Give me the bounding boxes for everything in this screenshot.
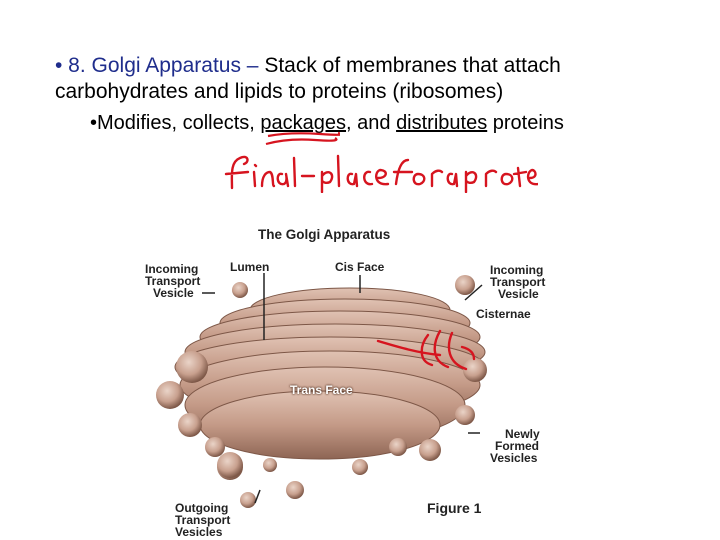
sub-bullet-text-1: •Modifies, collects,: [90, 112, 261, 134]
main-bullet: • 8. Golgi Apparatus – Stack of membrane…: [55, 53, 695, 105]
handwritten-note-scribble: [224, 154, 538, 193]
underlined-distributes: distributes: [396, 112, 488, 134]
sub-bullet: •Modifies, collects, packages, and distr…: [90, 110, 564, 136]
label-incoming-right: Incoming Transport Vesicle: [490, 263, 546, 301]
underlined-packages: packages: [260, 112, 347, 134]
label-trans-face: Trans Face: [290, 383, 353, 397]
figure-caption: Figure 1: [427, 500, 482, 516]
label-incoming-left: Incoming Transport Vesicle: [145, 262, 201, 300]
label-newly-formed: Newly Formed Vesicles: [490, 427, 540, 465]
figure-title: The Golgi Apparatus: [258, 227, 391, 242]
red-cisternae-scribble: [376, 329, 476, 371]
golgi-illustration: [156, 273, 487, 508]
golgi-figure: The Golgi Apparatus: [130, 215, 570, 540]
label-cisternae: Cisternae: [476, 307, 531, 321]
label-cis-face: Cis Face: [335, 260, 385, 274]
label-lumen: Lumen: [230, 260, 270, 274]
bullet-definition: Stack of membranes that attach carbohydr…: [55, 54, 561, 103]
label-outgoing: Outgoing Transport Vesicles: [175, 501, 231, 539]
sub-bullet-text-2: , and: [346, 112, 397, 134]
bullet-heading: • 8. Golgi Apparatus –: [55, 54, 265, 77]
sub-bullet-text-3: proteins: [487, 112, 564, 134]
red-underline-scribble: [265, 131, 340, 146]
